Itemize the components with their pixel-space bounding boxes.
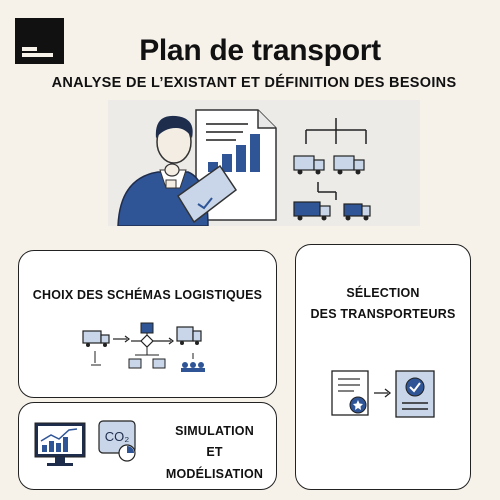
page-subtitle: ANALYSE DE L’EXISTANT ET DÉFINITION DES …	[51, 75, 457, 91]
card-simulation-modelisation: CO₂ SIMULATION ET MODÉLISATION	[18, 402, 277, 490]
page-title: Plan de transport	[139, 34, 381, 67]
hero-illustration	[108, 100, 420, 227]
card-schemas-label: CHOIX DES SCHÉMAS LOGISTIQUES	[32, 288, 263, 302]
card-transporteurs-label: SÉLECTION DES TRANSPORTEURS	[296, 283, 470, 326]
person-thinking-icon	[117, 115, 238, 227]
approved-document-icon	[395, 370, 435, 418]
card-transporteurs-label-line2: DES TRANSPORTEURS	[310, 307, 456, 322]
analytics-monitor-icon	[34, 422, 86, 466]
co2-gauge-icon: CO₂	[98, 420, 136, 462]
logistics-flow-icon	[82, 322, 205, 372]
card-transporteurs-label-line1: SÉLECTION	[346, 286, 420, 300]
card-schemas-logistiques: CHOIX DES SCHÉMAS LOGISTIQUES	[18, 250, 277, 398]
card-simulation-label-line2: ET MODÉLISATION	[165, 445, 264, 481]
document-selection-icon	[331, 370, 369, 416]
logo	[15, 18, 64, 64]
co2-label: CO₂	[105, 429, 130, 444]
card-selection-transporteurs: SÉLECTION DES TRANSPORTEURS	[295, 244, 471, 490]
truck-network-icon	[305, 118, 367, 200]
card-simulation-label: SIMULATION ET MODÉLISATION	[157, 421, 272, 485]
card-simulation-label-line1: SIMULATION	[175, 424, 254, 438]
